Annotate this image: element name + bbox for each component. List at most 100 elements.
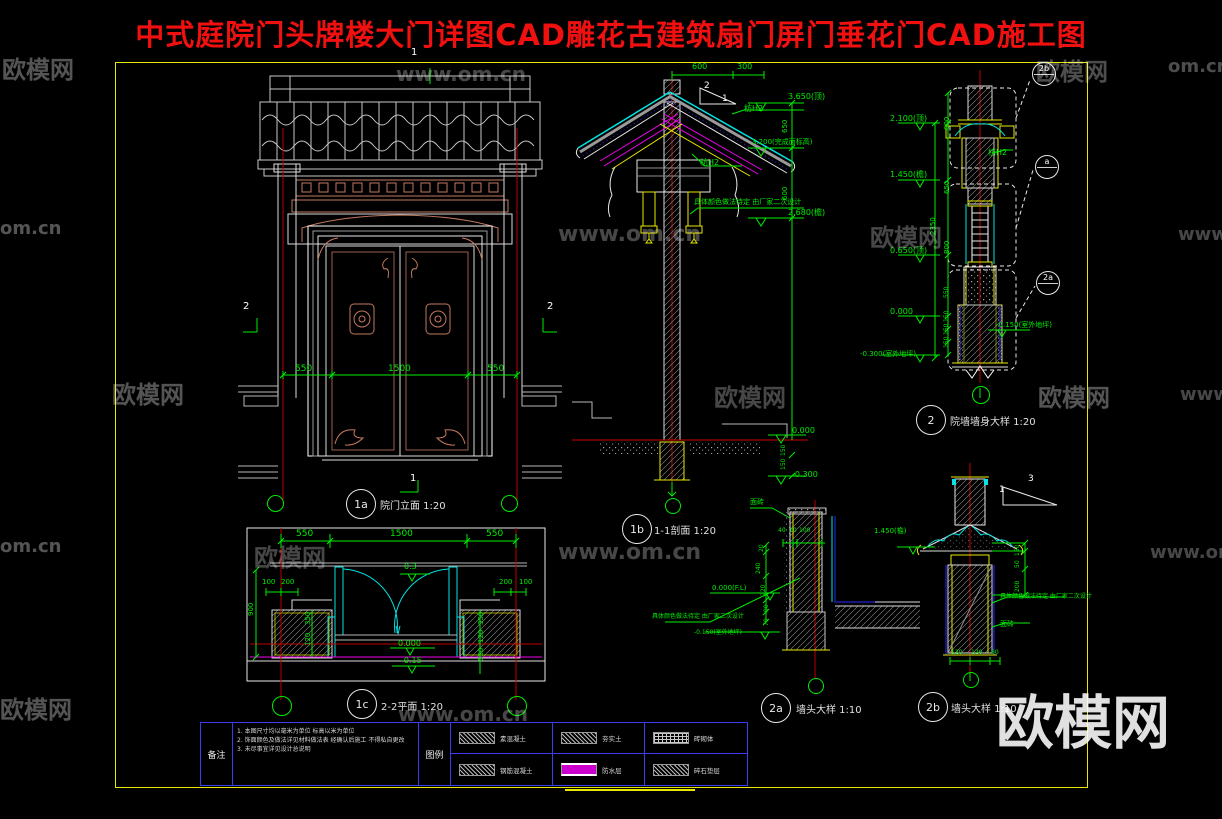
view-label-1c: 2-2平面 1:20	[381, 702, 443, 713]
watermark-text: 欧模网	[1038, 384, 1110, 412]
view-wall-body-detail	[882, 70, 1036, 398]
callout-bubble-2a: 2a	[1036, 271, 1060, 295]
dim-2b-50: 50	[1014, 560, 1021, 568]
plan-200-r: 200	[499, 578, 513, 586]
view-label-2: 院墙墙身大样 1:20	[950, 417, 1036, 428]
legend-grid: 素混凝土夯实土砖砌体钢筋混凝土防水层碎石垫层	[451, 723, 747, 785]
dim-w150c: 150	[943, 336, 950, 348]
dim-2a-90: 90	[763, 604, 770, 612]
dim-w550: 550	[943, 286, 950, 298]
plan-100-l: 100	[262, 578, 276, 586]
dim-2a-240: 240	[755, 562, 762, 574]
legend-header: 图例	[419, 723, 451, 785]
grid-bubble	[267, 495, 284, 512]
drawing-frame	[115, 62, 1088, 788]
dim-150a: 150	[780, 444, 787, 456]
leader-fang-h2-b: 枋H2	[700, 158, 720, 167]
watermark-text: om.cn	[1168, 56, 1222, 77]
grid-bubble	[963, 672, 979, 688]
section-flag-1-top: 1	[411, 47, 418, 58]
plan-550-l: 550	[296, 529, 314, 539]
dim-w650: 650	[943, 180, 951, 194]
view-label-2a: 墙头大样 1:10	[796, 705, 862, 716]
view-bubble-2b: 2b	[918, 692, 948, 722]
legend-swatch-speckle	[459, 763, 495, 776]
plan-1500: 1500	[390, 529, 413, 539]
dim-300: 300	[737, 62, 753, 71]
view-label-1a: 院门立面 1:20	[380, 501, 446, 512]
plan-120-r: 120	[477, 629, 485, 643]
dim-650-rot: 650	[781, 119, 789, 133]
color-note-1b: 具体颜色做法待定 由厂家二次设计	[694, 198, 802, 206]
view-bubble-1c: 1c	[347, 689, 377, 719]
legend-swatch-magenta	[561, 763, 598, 776]
dim-2a-100: 100	[799, 527, 811, 534]
watermark-text: om.cn	[0, 536, 62, 557]
view-section-1-1	[572, 71, 808, 497]
view-plan-2-2	[246, 527, 546, 700]
callout-bubble-a: a	[1035, 155, 1059, 179]
dim-2b-150: 150	[1014, 544, 1021, 556]
dim-2a-40: 40	[778, 527, 786, 534]
watermark-text: om.cn	[0, 218, 62, 239]
view-bubble-1b: 1b	[622, 514, 652, 544]
section-flag-2-left: 2	[243, 301, 250, 312]
view-label-1b: 1-1剖面 1:20	[654, 526, 716, 537]
view-wall-head-detail-2b	[897, 463, 1065, 681]
legend-item: 钢筋混凝土	[451, 754, 554, 785]
plan-120-l: 120	[304, 632, 312, 646]
dim-2b-60: 60	[991, 649, 999, 656]
dim-w150a: 150	[943, 310, 950, 322]
watermark-text: 欧模网	[112, 381, 184, 409]
note-line: 3. 未尽事宜详见设计总说明	[237, 746, 311, 753]
dim-550-left: 550	[295, 364, 313, 374]
watermark-text: 欧模网	[254, 544, 326, 572]
brick-note-2a: 面砖	[750, 498, 764, 506]
elev-0000-1b: 0.000	[792, 426, 815, 435]
notes-header: 备注	[201, 723, 233, 785]
view-gate-elevation	[238, 68, 562, 500]
slope-2b-3: 3	[1028, 474, 1034, 484]
view-wall-head-detail-2a	[665, 500, 920, 678]
legend-swatch-grid	[652, 732, 689, 744]
note-line: 2. 饰面颜色及做法详见材料做法表 经确认后施工 不得私自更改	[237, 737, 405, 744]
elev-0650: 0.650(顶)	[890, 246, 928, 255]
legend-item: 碎石垫层	[645, 754, 747, 785]
elev-3650: 3.650(顶)	[788, 92, 826, 101]
elev-neg300-1b: -0.300	[792, 470, 818, 479]
plan-530-r: 530	[477, 647, 485, 661]
elev-2a-fl: 0.000(F.L)	[712, 584, 747, 592]
view-bubble-1a: 1a	[346, 489, 376, 519]
grid-bubble	[501, 495, 518, 512]
plan-350-l: 350	[304, 611, 312, 625]
watermark-text: www.om.cn	[558, 540, 702, 565]
legend-label: 素混凝土	[500, 735, 526, 743]
elev-2680: 2.680(檐)	[788, 208, 826, 217]
dim-2a-10: 10	[789, 527, 797, 534]
dim-w800: 800	[943, 240, 951, 254]
dim-w600: 600	[943, 116, 951, 130]
plan-0000: 0.000	[398, 639, 421, 648]
slope-2: 2	[704, 81, 710, 91]
legend-label: 砖砌体	[693, 735, 714, 743]
note-line: 1. 本图尺寸均以毫米为单位 标高以米为单位	[237, 728, 355, 735]
dim-2a-220: 220	[760, 584, 767, 596]
view-bubble-2: 2	[916, 405, 946, 435]
notes-list: 1. 本图尺寸均以毫米为单位 标高以米为单位 2. 饰面颜色及做法详见材料做法表 …	[233, 723, 419, 785]
watermark-text: 欧模网	[996, 689, 1171, 757]
watermark-text: www.om.cn	[396, 62, 527, 86]
legend-item: 砖砌体	[644, 723, 747, 754]
slope-2b-1: 1	[999, 485, 1005, 495]
watermark-text: 欧模网	[714, 384, 786, 412]
elev-neg150-w: -0.150(室外地坪)	[996, 321, 1053, 329]
leader-fang-h2-a: 枋H2	[744, 104, 764, 113]
legend-label: 碎石垫层	[693, 766, 720, 775]
dim-550-right: 550	[487, 364, 505, 374]
plan-350-r: 350	[477, 611, 485, 625]
watermark-text: 欧模网	[870, 224, 942, 252]
grid-bubble	[808, 678, 824, 694]
legend-swatch-speckle	[561, 732, 598, 744]
watermark-text: 欧模网	[0, 696, 72, 724]
watermark-text: www.	[1178, 224, 1222, 245]
